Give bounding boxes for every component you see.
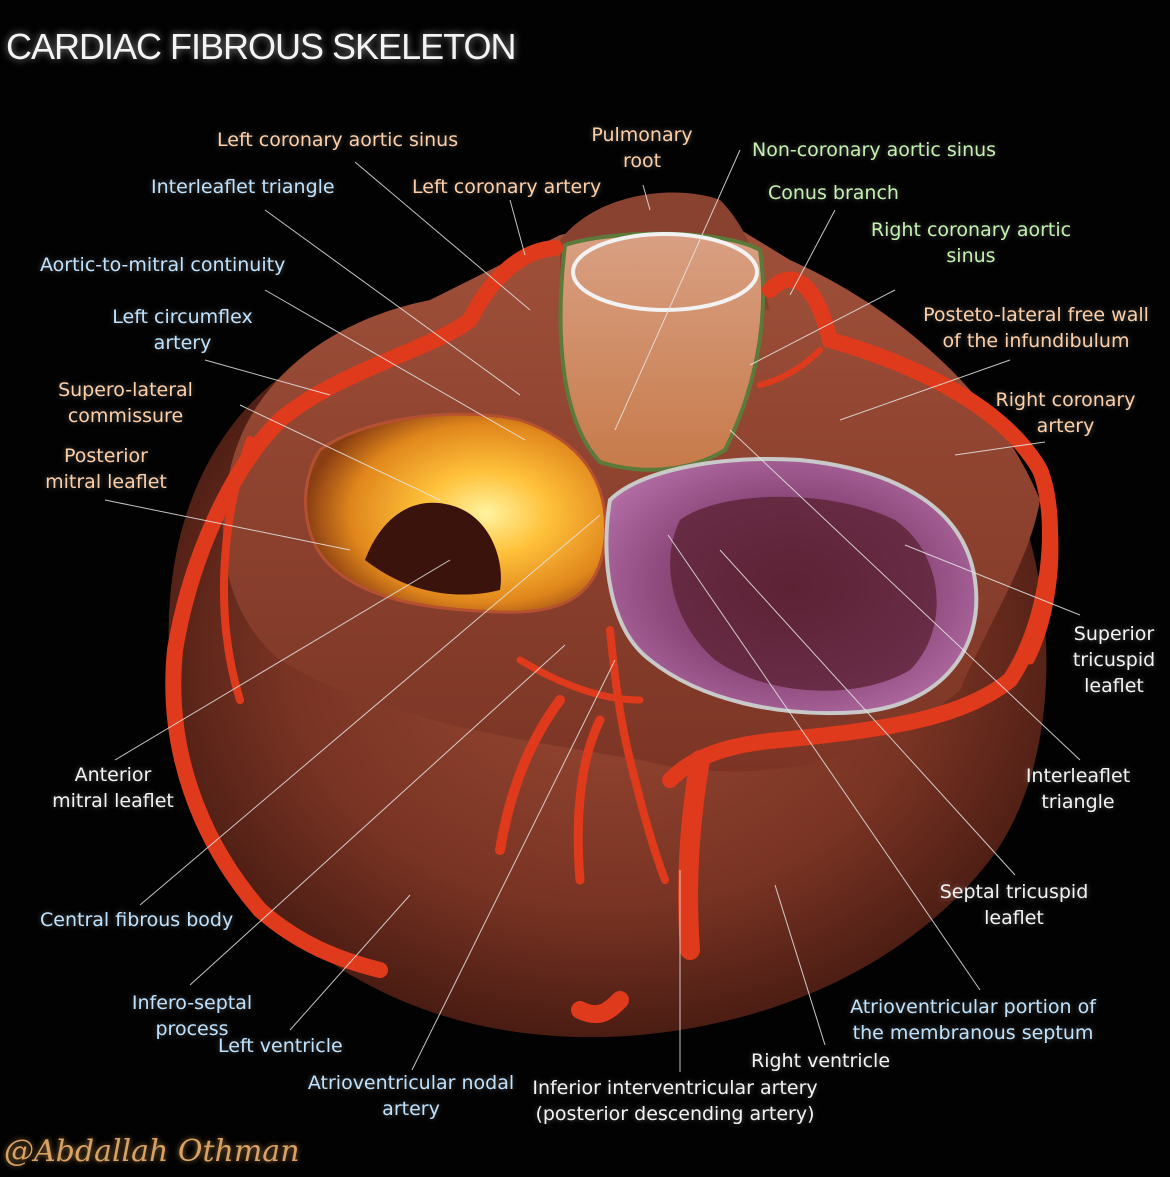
left-circumflex-vessel xyxy=(220,436,254,704)
label-aortic-to-mitral-continuity: Aortic-to-mitral continuity xyxy=(40,254,286,276)
label-av-portion-membranous-septum: Atrioventricular portion of the membrano… xyxy=(850,996,1096,1044)
leader-posterior-mitral-leaflet xyxy=(104,499,351,551)
aortic-root-group xyxy=(558,231,766,472)
coronary-arteries xyxy=(165,240,1059,1024)
leader-non-coronary-aortic-sinus xyxy=(614,149,741,431)
tricuspid-inner xyxy=(670,496,937,691)
leader-central-fibrous-body xyxy=(139,514,601,906)
leader-infero-septal-process xyxy=(189,644,566,986)
leader-supero-lateral-commissure xyxy=(239,404,441,501)
leader-left-ventricle xyxy=(289,894,411,1031)
leader-interleaflet-triangle-left xyxy=(264,209,521,396)
mitral-valve-group xyxy=(304,412,608,614)
label-left-coronary-aortic-sinus: Left coronary aortic sinus xyxy=(217,129,459,151)
aortic-ring xyxy=(571,232,759,312)
leader-anterior-mitral-leaflet xyxy=(114,559,451,761)
leader-aortic-mitral-continuity xyxy=(264,289,526,441)
leader-superior-tricuspid xyxy=(904,544,1081,616)
label-interleaflet-triangle-right: Interleaflet triangle xyxy=(1025,765,1131,813)
posterior-descending-vessel xyxy=(678,750,710,960)
leader-lines xyxy=(104,149,1081,1072)
label-left-coronary-artery: Left coronary artery xyxy=(412,176,602,198)
leader-right-coronary-artery xyxy=(954,441,1046,456)
label-posterolateral-free-wall: Posteto-lateral free wall of the infundi… xyxy=(923,304,1149,352)
author-credit: @Abdallah Othman xyxy=(4,1134,300,1169)
leader-conus-branch xyxy=(789,209,836,296)
label-infero-septal-process: Infero-septal process xyxy=(131,992,253,1040)
right-coronary-artery-vessel xyxy=(662,271,1058,788)
leader-septal-tricuspid xyxy=(719,549,1016,876)
leader-pulmonary-root xyxy=(642,184,651,211)
label-superior-tricuspid-leaflet: Superior tricuspid leaflet xyxy=(1072,623,1156,697)
label-right-coronary-aortic-sinus: Right coronary aortic sinus xyxy=(870,219,1072,267)
leader-av-nodal-artery xyxy=(411,659,616,1071)
leader-left-coronary-artery xyxy=(509,199,526,256)
label-conus-branch: Conus branch xyxy=(768,182,899,204)
label-right-ventricle: Right ventricle xyxy=(751,1050,891,1072)
leader-right-ventricle xyxy=(774,884,826,1046)
leader-posterolateral-free-wall xyxy=(839,359,1011,421)
leader-interleaflet-triangle-right xyxy=(729,429,1081,761)
label-posterior-mitral-leaflet: Posterior mitral leaflet xyxy=(45,445,167,493)
label-anterior-mitral-leaflet: Anterior mitral leaflet xyxy=(52,764,174,812)
label-pulmonary-root: Pulmonary root xyxy=(591,124,693,172)
leader-right-coronary-aortic-sinus xyxy=(749,289,896,366)
branch-b xyxy=(573,715,605,885)
label-supero-lateral-commissure: Supero-lateral commissure xyxy=(58,379,193,427)
label-septal-tricuspid-leaflet: Septal tricuspid leaflet xyxy=(939,881,1089,929)
inferior-branch xyxy=(571,991,629,1024)
av-nodal-vessel xyxy=(606,626,669,884)
label-left-ventricle: Left ventricle xyxy=(218,1035,343,1057)
label-interleaflet-triangle-left: Interleaflet triangle xyxy=(151,176,335,198)
tricuspid-valve-group xyxy=(604,457,979,716)
label-left-circumflex-artery: Left circumflex artery xyxy=(112,306,253,354)
label-av-nodal-artery: Atrioventricular nodal artery xyxy=(307,1072,515,1120)
leader-left-coronary-aortic-sinus xyxy=(354,161,531,311)
branch-a xyxy=(495,695,565,855)
mitral-valve-opening xyxy=(365,502,501,595)
left-coronary-artery-vessel xyxy=(165,240,563,978)
label-non-coronary-aortic-sinus: Non-coronary aortic sinus xyxy=(752,139,997,161)
aortic-root xyxy=(558,231,766,472)
leader-left-circumflex xyxy=(204,359,331,396)
conus-branch-vessel xyxy=(757,347,823,388)
label-right-coronary-artery: Right coronary artery xyxy=(995,389,1136,437)
leader-av-membranous-septum xyxy=(667,534,981,991)
label-inferior-interventricular-artery: Inferior interventricular artery (poster… xyxy=(532,1077,818,1125)
label-central-fibrous-body: Central fibrous body xyxy=(40,909,234,931)
diagram-title: CARDIAC FIBROUS SKELETON xyxy=(6,26,516,67)
branch-c xyxy=(516,656,644,704)
marginal-branch xyxy=(1025,495,1059,665)
